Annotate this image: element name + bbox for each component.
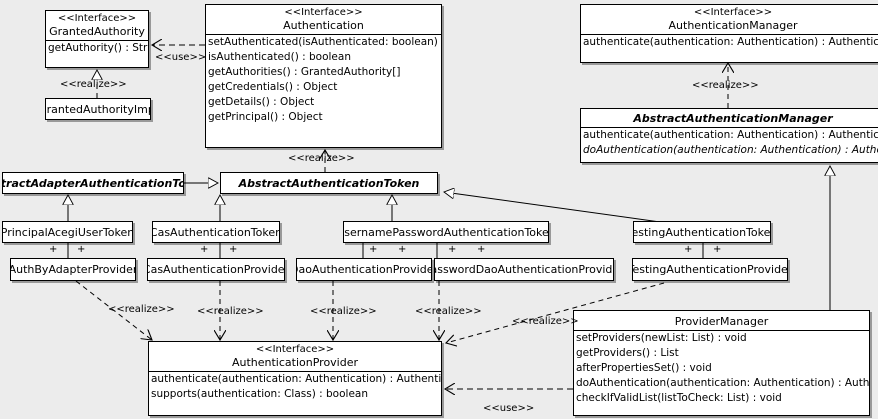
edge-label-use-provider-manager: <<use>> (483, 403, 535, 414)
class-dao-authentication-provider[interactable]: DaoAuthenticationProvider (296, 258, 432, 281)
edge-label-realize-testing-authentication-provider: <<realize>> (512, 316, 579, 327)
class-header: <<Interface>> AuthenticationProvider (149, 342, 441, 371)
operation: afterPropertiesSet() : void (576, 362, 712, 374)
class-principal-acegi-user-token[interactable]: PrincipalAcegiUserToken (2, 221, 133, 243)
class-password-dao-authentication-provider[interactable]: PasswordDaoAuthenticationProvider (434, 258, 614, 281)
operation: getCredentials() : Object (208, 81, 338, 93)
class-header: AbstractAuthenticationManager (581, 109, 878, 127)
class-name: AuthByAdapterProvider (10, 263, 136, 276)
class-header: <<Interface>> AuthenticationManager (581, 5, 878, 34)
class-header: <<Interface>> Authentication (206, 5, 441, 34)
class-header: <<Interface>> GrantedAuthority (46, 11, 148, 40)
operations-compartment: getAuthority() : String (46, 40, 148, 56)
class-authentication-provider[interactable]: <<Interface>> AuthenticationProvider aut… (148, 341, 442, 416)
class-name: GrantedAuthorityImpl (46, 102, 150, 116)
operation: isAuthenticated() : boolean (208, 51, 351, 63)
class-name: UsernamePasswordAuthenticationToken (343, 225, 549, 239)
class-testing-authentication-token[interactable]: TestingAuthenticationToken (633, 221, 771, 243)
edge-generalize-testing-authentication-token (444, 192, 661, 223)
class-name: ProviderManager (674, 315, 769, 328)
class-provider-manager[interactable]: ProviderManager setProviders(newList: Li… (573, 310, 870, 416)
operations-compartment: authenticate(authentication: Authenticat… (581, 34, 878, 50)
operation: checkIfValidList(listToCheck: List) : vo… (576, 392, 782, 404)
operations-compartment: authenticate(authentication: Authenticat… (149, 371, 441, 402)
class-name: CasAuthenticationToken (152, 225, 280, 239)
class-name: AuthenticationManager (668, 19, 798, 32)
multiplicity-marker: + (200, 244, 209, 255)
operation: getAuthority() : String (48, 42, 148, 54)
multiplicity-marker: + (477, 244, 486, 255)
edge-label-realize-password-dao-authentication-provider: <<realize>> (415, 306, 482, 317)
multiplicity-marker: + (684, 244, 693, 255)
multiplicity-marker: + (398, 244, 407, 255)
class-abstract-authentication-token[interactable]: AbstractAuthenticationToken (220, 172, 438, 194)
class-auth-by-adapter-provider[interactable]: AuthByAdapterProvider (10, 258, 136, 281)
operation: doAuthentication(authentication: Authent… (583, 144, 878, 156)
edge-label-realize-cas-authentication-provider: <<realize>> (197, 306, 264, 317)
stereotype-label: <<Interface>> (57, 13, 137, 24)
class-abstract-adapter-authentication-token[interactable]: AbstractAdapterAuthenticationToken (2, 172, 184, 194)
operation: authenticate(authentication: Authenticat… (583, 129, 878, 141)
operation: doAuthentication(authentication: Authent… (576, 377, 870, 389)
multiplicity-marker: + (49, 244, 58, 255)
class-name: GrantedAuthority (49, 25, 145, 38)
class-name: TestingAuthenticationProvider (632, 263, 788, 276)
class-name: PasswordDaoAuthenticationProvider (434, 263, 614, 276)
edge-label-realize-auth-by-adapter-provider: <<realize>> (108, 304, 175, 315)
stereotype-label: <<Interface>> (693, 7, 773, 18)
multiplicity-marker: + (713, 244, 722, 255)
stereotype-label: <<Interface>> (255, 344, 335, 355)
stereotype-label: <<Interface>> (284, 7, 363, 18)
operation: authenticate(authentication: Authenticat… (583, 36, 878, 48)
edge-label-realize-abstract-authentication-manager: <<realize>> (692, 80, 759, 91)
operation: authenticate(authentication: Authenticat… (151, 373, 442, 385)
class-name: Authentication (283, 19, 364, 32)
class-cas-authentication-provider[interactable]: CasAuthenticationProvider (147, 258, 285, 281)
multiplicity-marker: + (448, 244, 457, 255)
class-name: CasAuthenticationProvider (147, 263, 285, 276)
operations-compartment: authenticate(authentication: Authenticat… (581, 127, 878, 158)
operation: getPrincipal() : Object (208, 111, 323, 123)
class-username-password-authentication-token[interactable]: UsernamePasswordAuthenticationToken (343, 221, 549, 243)
operation: getDetails() : Object (208, 96, 315, 108)
operations-compartment: setProviders(newList: List) : void getPr… (574, 330, 869, 406)
class-abstract-authentication-manager[interactable]: AbstractAuthenticationManager authentica… (580, 108, 878, 163)
multiplicity-marker: + (229, 244, 238, 255)
class-name: DaoAuthenticationProvider (296, 263, 432, 276)
class-name: AbstractAdapterAuthenticationToken (3, 176, 183, 190)
multiplicity-marker: + (369, 244, 378, 255)
operation: getProviders() : List (576, 347, 679, 359)
operation: getAuthorities() : GrantedAuthority[] (208, 66, 401, 78)
class-name: TestingAuthenticationToken (633, 225, 771, 239)
class-granted-authority-impl[interactable]: GrantedAuthorityImpl (45, 98, 151, 120)
edge-label-realize-dao-authentication-provider: <<realize>> (310, 306, 377, 317)
operation: setAuthenticated(isAuthenticated: boolea… (208, 36, 441, 48)
operations-compartment: setAuthenticated(isAuthenticated: boolea… (206, 34, 441, 125)
class-cas-authentication-token[interactable]: CasAuthenticationToken (152, 221, 280, 243)
class-granted-authority[interactable]: <<Interface>> GrantedAuthority getAuthor… (45, 10, 149, 68)
edge-label-use-granted-authority: <<use>> (155, 52, 207, 63)
class-name: AbstractAuthenticationToken (238, 176, 420, 190)
operation: setProviders(newList: List) : void (576, 332, 747, 344)
class-name: PrincipalAcegiUserToken (2, 225, 133, 239)
class-name: AbstractAuthenticationManager (633, 112, 833, 125)
edge-label-realize-abstract-authentication-token: <<realize>> (288, 153, 355, 164)
class-testing-authentication-provider[interactable]: TestingAuthenticationProvider (632, 258, 788, 281)
edge-label-realize-granted-authority-impl: <<realize>> (60, 79, 127, 90)
multiplicity-marker: + (77, 244, 86, 255)
class-name: AuthenticationProvider (231, 356, 359, 369)
class-authentication-manager[interactable]: <<Interface>> AuthenticationManager auth… (580, 4, 878, 63)
class-authentication[interactable]: <<Interface>> Authentication setAuthenti… (205, 4, 442, 148)
class-header: ProviderManager (574, 311, 869, 330)
operation: supports(authentication: Class) : boolea… (151, 388, 368, 400)
